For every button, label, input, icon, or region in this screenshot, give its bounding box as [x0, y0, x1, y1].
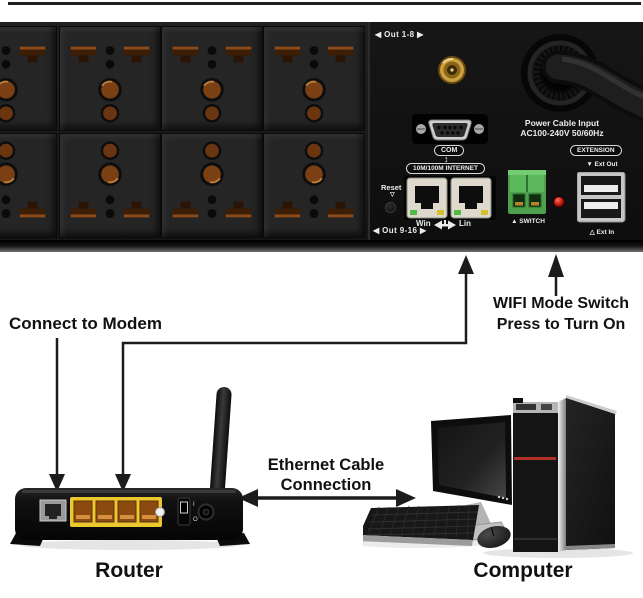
ethernet-label: Ethernet Cable Connection: [251, 455, 401, 495]
power-cable: [541, 50, 643, 122]
svg-text:I: I: [193, 502, 195, 508]
wifi-switch-label: WIFI Mode Switch Press to Turn On: [488, 293, 634, 335]
power-outlet: [161, 26, 263, 131]
ethernet-line2: Connection: [280, 476, 372, 494]
usb-ports-icon: [577, 172, 626, 223]
router-label: Router: [95, 559, 163, 582]
power-outlet: [263, 26, 365, 131]
power-outlet: [59, 133, 161, 238]
out-9-16-label: ◀ Out 9-16 ▶: [373, 226, 427, 235]
ext-out-label: ▼ Ext Out: [586, 161, 618, 168]
com-port-icon: [412, 114, 488, 144]
computer-illustration: [363, 395, 633, 558]
internet-label: 10M/100M INTERNET: [406, 163, 486, 174]
out-1-8-label: ◀ Out 1-8 ▶: [375, 30, 424, 39]
switch-label: ▲ SWITCH: [511, 218, 545, 225]
win-lin-arrow-icon: [434, 220, 456, 230]
win-label: Win: [416, 219, 431, 228]
com-label: COM: [434, 145, 465, 156]
switch-terminal-icon: [508, 170, 546, 214]
extension-label: EXTENSION: [570, 145, 622, 156]
wifi-switch-line2: Press to Turn On: [496, 316, 626, 333]
reset-pointer: ▽: [390, 192, 395, 198]
router-illustration: I O: [10, 387, 250, 550]
antenna-connector-icon: [438, 56, 466, 84]
power-outlet: [161, 133, 263, 238]
strip-bottom-bar: [0, 240, 643, 252]
power-strip: ◀ Out 1-8 ▶: [0, 22, 643, 252]
power-outlet: [0, 26, 57, 131]
connect-modem-label: Connect to Modem: [9, 314, 162, 333]
lin-label: Lin: [459, 219, 471, 228]
wifi-switch-line1: WIFI Mode Switch: [493, 295, 629, 312]
power-input-label-line2: AC100-240V 50/60Hz: [520, 128, 604, 138]
reset-label: Reset: [381, 183, 402, 192]
power-outlet: [59, 26, 161, 131]
power-gland-icon: [521, 34, 643, 122]
wifi-led: [553, 196, 565, 208]
computer-label: Computer: [473, 559, 573, 582]
rj45-ports-icon: [404, 176, 496, 220]
ext-in-label: △ Ext In: [589, 229, 615, 236]
svg-text:O: O: [193, 517, 198, 523]
ethernet-line1: Ethernet Cable: [267, 456, 385, 474]
reset-button: [385, 202, 396, 213]
power-outlet: [263, 133, 365, 238]
com-updown-arrow: ↕: [444, 154, 449, 164]
power-input-label-line1: Power Cable Input: [524, 118, 600, 128]
photo-top-edge: [8, 2, 641, 5]
control-panel: ◀ Out 1-8 ▶: [368, 22, 643, 240]
power-outlet: [0, 133, 57, 238]
